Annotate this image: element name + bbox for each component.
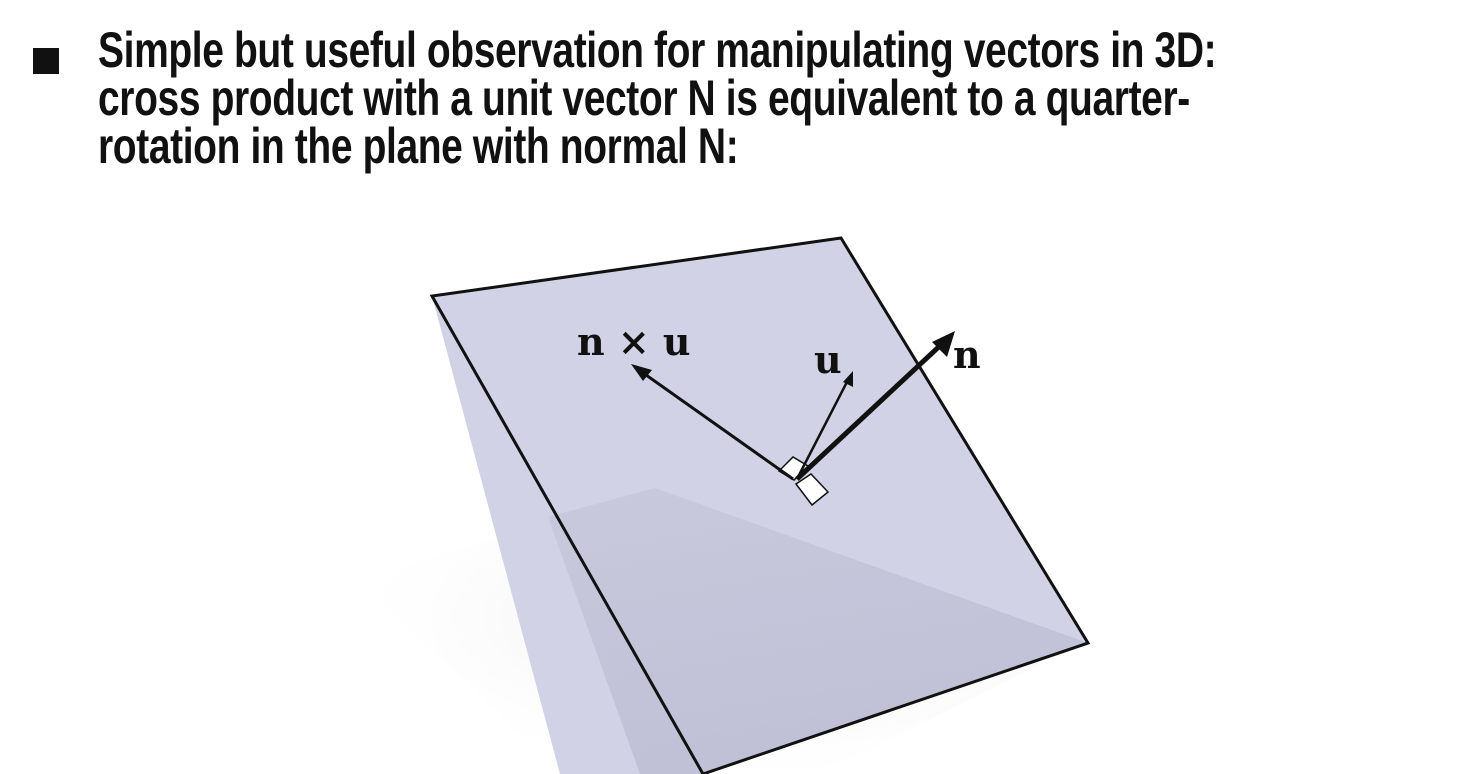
bullet-line-2: cross product with a unit vector N is eq… [98,70,1190,126]
label-n: n [953,332,981,377]
vector-u [795,377,851,480]
bullet-item: Simple but useful observation for manipu… [0,0,1468,200]
bullet-marker [33,48,59,74]
right-angle-marker-lower [794,473,830,507]
vector-n [795,340,946,481]
plane-shaded-region [548,488,1088,774]
plane-outline [429,236,1091,774]
vector-n-cross-u-arrowhead [631,364,652,381]
vector-u-arrowhead [843,371,853,387]
bullet-line-1: Simple but useful observation for manipu… [98,22,1217,78]
label-n-cross-u: n × u [577,319,691,364]
vector-n-arrowhead [932,331,955,357]
bullet-text: Simple but useful observation for manipu… [98,22,1217,174]
label-u: u [814,337,842,382]
bullet-line-3: rotation in the plane with normal N: [98,118,739,174]
vector-n-cross-u [638,368,794,481]
